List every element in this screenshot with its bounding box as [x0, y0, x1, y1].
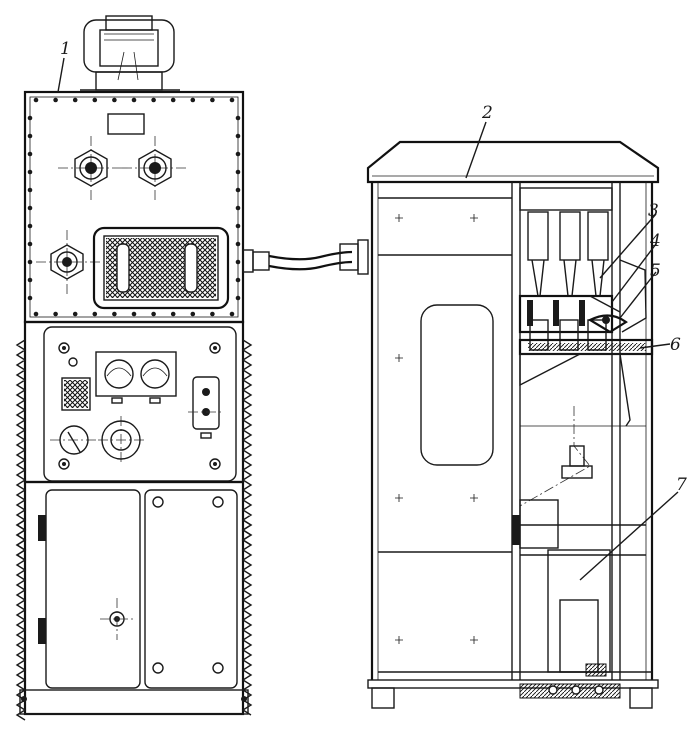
gland-lower — [36, 230, 100, 294]
side-fins — [15, 339, 253, 721]
rivet — [53, 311, 58, 317]
rivet — [27, 169, 33, 175]
transformer — [512, 499, 611, 677]
callout-1: 1 — [60, 39, 71, 59]
meter-panel — [95, 351, 177, 404]
rivet — [235, 133, 241, 139]
rivet — [27, 241, 33, 247]
rivet — [235, 115, 241, 121]
rivet — [235, 169, 241, 175]
mesh-window — [92, 226, 230, 310]
rivet — [210, 311, 215, 317]
rivet — [235, 277, 241, 283]
rivet — [235, 295, 241, 301]
rivet — [235, 205, 241, 211]
rivet — [235, 223, 241, 229]
panel-rivets — [27, 97, 241, 317]
rivet — [33, 311, 39, 317]
rivet — [27, 151, 33, 157]
callout-3: 3 — [648, 201, 659, 221]
rivet — [72, 311, 78, 317]
rivet — [27, 223, 33, 229]
knob-right — [98, 416, 144, 464]
callout-6: 6 — [670, 335, 681, 355]
rivet — [53, 97, 58, 103]
rivet — [27, 277, 33, 283]
rivet — [170, 97, 176, 103]
rivet — [27, 187, 33, 193]
rivet — [27, 295, 33, 301]
corner-bolts — [58, 342, 221, 470]
rivet — [190, 97, 196, 103]
rivet — [131, 311, 137, 317]
rivet — [131, 97, 137, 103]
rivet — [151, 97, 156, 103]
rivet — [229, 311, 235, 317]
right-plate — [188, 376, 224, 439]
rivet — [112, 97, 117, 103]
callout-7: 7 — [676, 475, 687, 495]
rivet — [27, 205, 33, 211]
rivet — [229, 97, 235, 103]
callout-4: 4 — [649, 231, 661, 251]
connecting-cable — [242, 239, 369, 275]
callout-labels: 1 2 3 4 5 6 7 — [60, 39, 687, 495]
rivet — [27, 133, 33, 139]
rivet — [151, 311, 156, 317]
upper-compartment — [23, 90, 245, 324]
callout-leaders — [57, 57, 679, 581]
rivet — [190, 311, 196, 317]
gland-right — [122, 136, 188, 200]
rivet — [72, 97, 78, 103]
switch-mechanism — [587, 259, 647, 334]
support-shelf — [518, 338, 654, 427]
knob-left — [50, 425, 96, 455]
right-cabinet-section — [366, 140, 660, 709]
top-motor — [80, 15, 180, 91]
rivet — [170, 311, 176, 317]
rivet — [33, 97, 39, 103]
callout-5: 5 — [650, 261, 661, 281]
rivet — [235, 187, 241, 193]
rivet — [112, 311, 117, 317]
rivet — [235, 259, 241, 265]
callout-2: 2 — [481, 103, 493, 123]
rivet — [27, 259, 33, 265]
instrument-compartment — [23, 320, 245, 484]
lower-compartment — [19, 480, 249, 716]
rivet — [92, 311, 98, 317]
fuse-module — [61, 357, 91, 411]
panel-marks — [395, 214, 478, 644]
rivet — [92, 97, 98, 103]
gland-left — [58, 136, 124, 200]
rivet — [235, 241, 241, 247]
rivet — [235, 151, 241, 157]
interlock-rod — [519, 406, 593, 507]
rivet — [27, 115, 33, 121]
rivet — [210, 97, 215, 103]
left-cabinet-front-view — [15, 15, 253, 721]
